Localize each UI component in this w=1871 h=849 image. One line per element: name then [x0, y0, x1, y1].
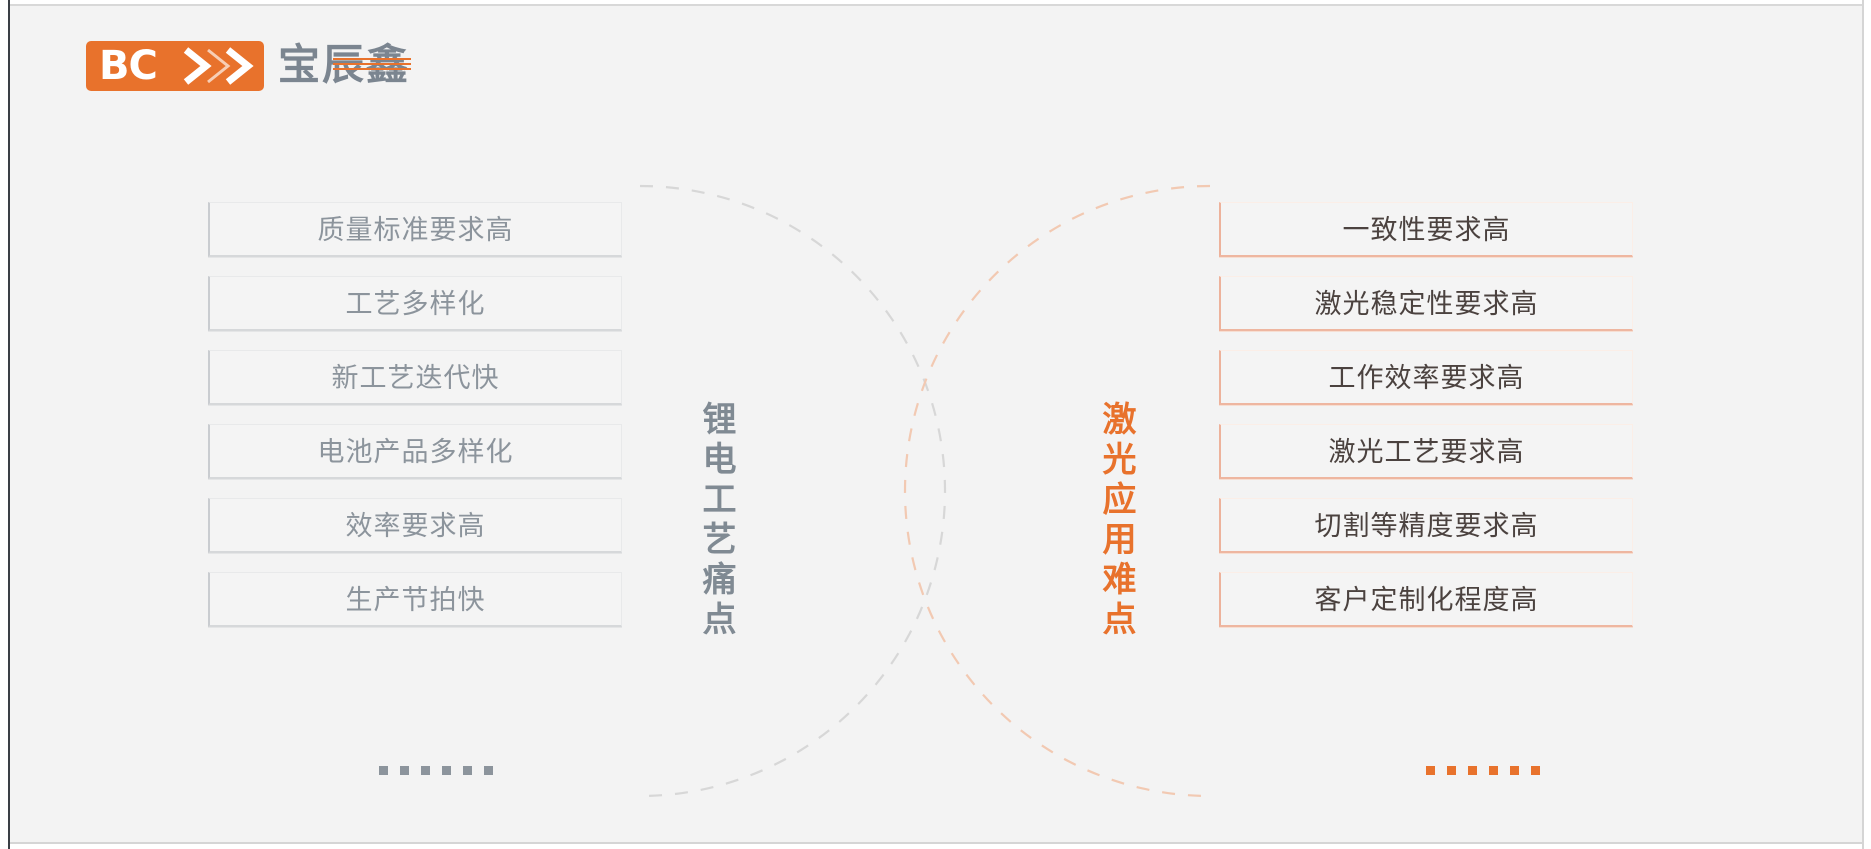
- list-item[interactable]: 激光工艺要求高: [1219, 424, 1633, 479]
- right-difficulty-list: 一致性要求高 激光稳定性要求高 工作效率要求高 激光工艺要求高 切割等精度要求高…: [1219, 202, 1633, 627]
- left-column-title: 锂电工艺痛点: [697, 401, 735, 641]
- right-column-title: 激光应用难点: [1097, 401, 1135, 641]
- logo-mark-text: BC: [99, 43, 158, 89]
- left-ellipsis-dots: [379, 766, 493, 775]
- list-item[interactable]: 效率要求高: [208, 498, 622, 553]
- list-item[interactable]: 工作效率要求高: [1219, 350, 1633, 405]
- logo-chinese-name-text: 宝辰鑫: [278, 40, 411, 89]
- right-arc-dashed: [903, 184, 1211, 798]
- list-item[interactable]: 质量标准要求高: [208, 202, 622, 257]
- list-item[interactable]: 一致性要求高: [1219, 202, 1633, 257]
- brand-logo: BC 宝辰鑫: [86, 38, 411, 94]
- slide-canvas: BC 宝辰鑫 质量标准要求高 工艺多样化 新工艺迭代快: [10, 6, 1863, 843]
- double-chevron-icon: [182, 47, 254, 85]
- list-item[interactable]: 客户定制化程度高: [1219, 572, 1633, 627]
- list-item[interactable]: 电池产品多样化: [208, 424, 622, 479]
- logo-mark: BC: [86, 41, 264, 91]
- slide-edge-top: [10, 4, 1863, 6]
- list-item[interactable]: 切割等精度要求高: [1219, 498, 1633, 553]
- slide-edge-bottom: [10, 842, 1863, 844]
- list-item[interactable]: 激光稳定性要求高: [1219, 276, 1633, 331]
- list-item[interactable]: 新工艺迭代快: [208, 350, 622, 405]
- left-pain-point-list: 质量标准要求高 工艺多样化 新工艺迭代快 电池产品多样化 效率要求高 生产节拍快: [208, 202, 622, 627]
- slide-edge-right: [1862, 0, 1864, 849]
- list-item[interactable]: 工艺多样化: [208, 276, 622, 331]
- list-item[interactable]: 生产节拍快: [208, 572, 622, 627]
- right-ellipsis-dots: [1426, 766, 1540, 775]
- left-arc-dashed: [639, 184, 947, 798]
- logo-chinese-name: 宝辰鑫: [278, 44, 411, 86]
- slide-edge-left: [8, 0, 10, 849]
